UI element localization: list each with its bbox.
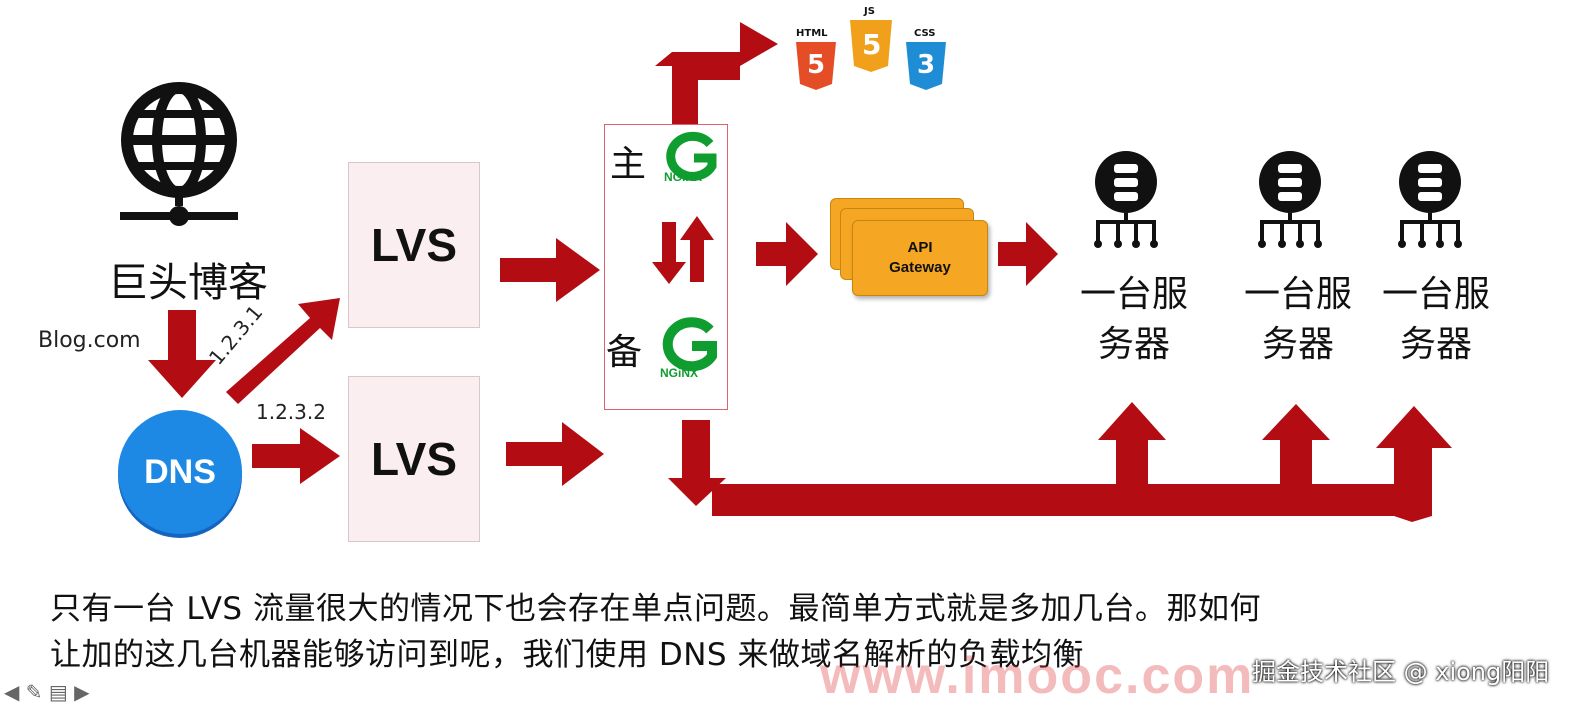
watermark-site: www.imooc.com xyxy=(820,647,1255,705)
prev-arrow-icon[interactable]: ◀ xyxy=(4,680,20,704)
server-label-3: 一台服 务器 xyxy=(1381,274,1490,365)
server-label-2: 一台服 务器 xyxy=(1243,274,1352,365)
pen-icon[interactable]: ✎ xyxy=(25,680,43,704)
arrow-site-to-dns xyxy=(148,310,216,398)
api-gateway-line2: Gateway xyxy=(889,259,951,276)
arrow-bus-down xyxy=(668,420,726,506)
css3-icon: CSS 3 xyxy=(904,28,948,90)
arrow-nginx-to-gateway xyxy=(756,222,818,286)
arrow-dns-to-lvs-bottom xyxy=(252,428,340,484)
nginx-primary-label: 主 xyxy=(610,144,647,185)
dns-label: DNS xyxy=(144,452,216,491)
nginx-logo-text-primary: NGiNX xyxy=(664,170,703,184)
arrow-bus-to-server-2 xyxy=(1262,404,1330,484)
slide-toolbar: ◀ ✎ ▤ ▶ xyxy=(4,680,90,704)
caption-line-1: 只有一台 LVS 流量很大的情况下也会存在单点问题。最简单方式就是多加几台。那如… xyxy=(50,591,1261,627)
arrow-bus-to-server-1 xyxy=(1098,402,1166,484)
html5-icon: HTML 5 xyxy=(794,28,838,90)
server-icon-2 xyxy=(1254,150,1326,250)
server-icon-3 xyxy=(1394,150,1466,250)
arrow-nginx-to-static xyxy=(672,22,778,124)
nginx-cluster xyxy=(604,124,728,410)
nginx-logo-primary: NGiNX xyxy=(660,130,726,186)
site-name: 巨头博客 xyxy=(108,260,268,306)
arrow-dns-to-lvs-top xyxy=(226,298,340,404)
nginx-up-arrow xyxy=(680,216,714,282)
server-icon-1 xyxy=(1090,150,1162,250)
watermark-author: 掘金技术社区 @ xiong阳阳 xyxy=(1252,658,1550,686)
lvs-bottom-box: LVS xyxy=(348,376,480,542)
nginx-logo-text-backup: NGiNX xyxy=(660,366,699,380)
bus-bar xyxy=(712,484,1412,516)
api-gateway: API Gateway xyxy=(852,220,988,296)
nginx-backup-label: 备 xyxy=(606,332,643,373)
dns-icon: DNS xyxy=(118,410,242,534)
js-icon: JS 5 xyxy=(848,6,894,74)
caption-line-2: 让加的这几台机器能够访问到呢，我们使用 DNS 来做域名解析的负载均衡 xyxy=(50,637,1084,673)
lvs-bottom-label: LVS xyxy=(370,433,458,485)
api-gateway-line1: API xyxy=(907,239,933,256)
slides-icon[interactable]: ▤ xyxy=(48,680,68,704)
arrow-gateway-to-servers xyxy=(998,222,1058,286)
server-label-1: 一台服 务器 xyxy=(1079,274,1188,365)
lvs-top-label: LVS xyxy=(370,219,458,271)
caption: 只有一台 LVS 流量很大的情况下也会存在单点问题。最简单方式就是多加几台。那如… xyxy=(50,586,1570,678)
nginx-down-arrow xyxy=(652,222,686,284)
arrow-bus-to-server-3 xyxy=(1376,406,1452,522)
globe-icon xyxy=(116,78,242,228)
next-arrow-icon[interactable]: ▶ xyxy=(74,680,90,704)
arrow-lvs-bottom-to-nginx xyxy=(506,422,604,486)
lvs-top-box: LVS xyxy=(348,162,480,328)
ip-label-2: 1.2.3.2 xyxy=(256,400,326,424)
site-domain: Blog.com xyxy=(38,328,141,353)
nginx-logo-backup: NGiNX xyxy=(656,316,726,382)
arrow-lvs-top-to-nginx xyxy=(500,238,600,302)
